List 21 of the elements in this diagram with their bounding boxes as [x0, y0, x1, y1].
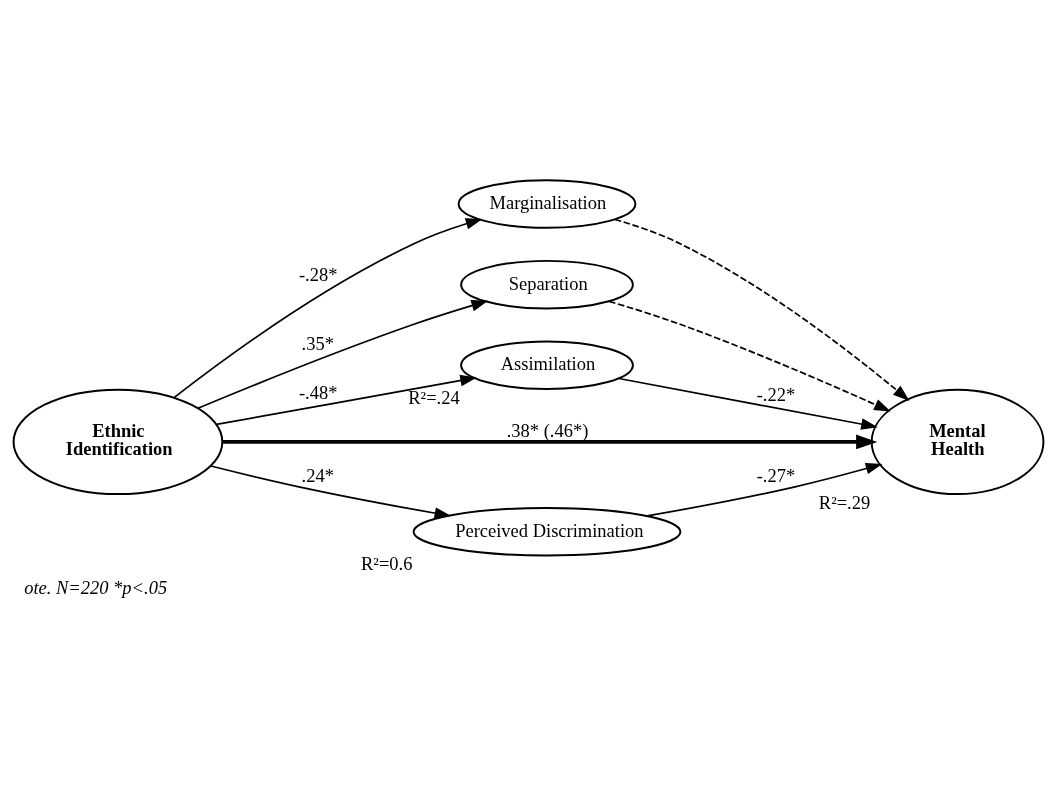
arrow — [608, 300, 891, 412]
caption: ote. N=220 *p<.05 — [24, 577, 168, 598]
node-ellipse: Ethnic Identification — [12, 388, 224, 495]
node-label: R²=.29 — [818, 492, 871, 513]
edge-label: .38* (.46*) — [506, 420, 589, 441]
arrow — [197, 299, 489, 409]
edge-label: -.28* — [298, 264, 338, 285]
edge-label: -.27* — [756, 465, 796, 486]
arrow — [614, 218, 910, 401]
arrow — [173, 217, 483, 398]
arrow — [222, 433, 878, 449]
edge-label: -.22* — [756, 384, 796, 405]
edge-label: .24* — [301, 465, 334, 486]
arrow — [618, 377, 878, 430]
node-label: R²=.24 — [408, 387, 460, 408]
arrow — [210, 464, 452, 519]
arrow — [646, 462, 883, 517]
edge-label: .35* — [301, 333, 334, 354]
node-label: R²=0.6 — [361, 553, 413, 574]
edge-label: -.48* — [298, 382, 338, 403]
arrow — [215, 374, 477, 425]
